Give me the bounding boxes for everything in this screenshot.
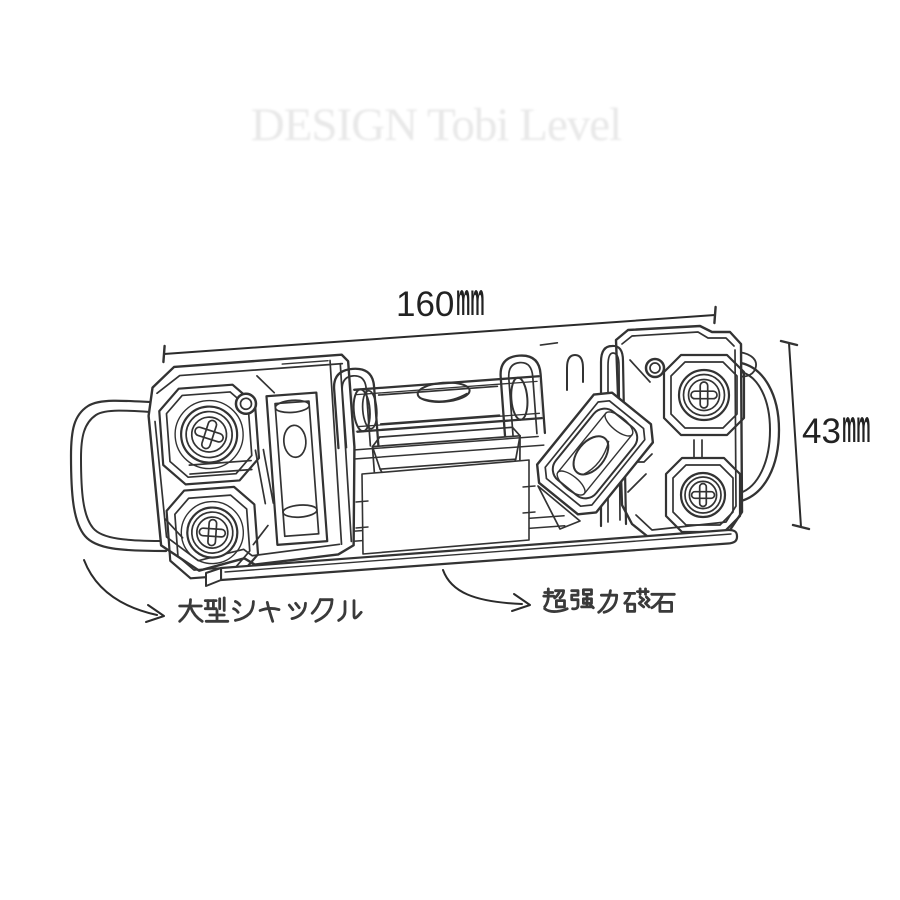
svg-text:160: 160 — [396, 285, 454, 324]
svg-text:43: 43 — [802, 412, 841, 451]
svg-text:mm: mm — [842, 402, 871, 453]
svg-text:mm: mm — [456, 275, 485, 326]
svg-text:DESIGN Tobi Level: DESIGN Tobi Level — [251, 99, 622, 151]
